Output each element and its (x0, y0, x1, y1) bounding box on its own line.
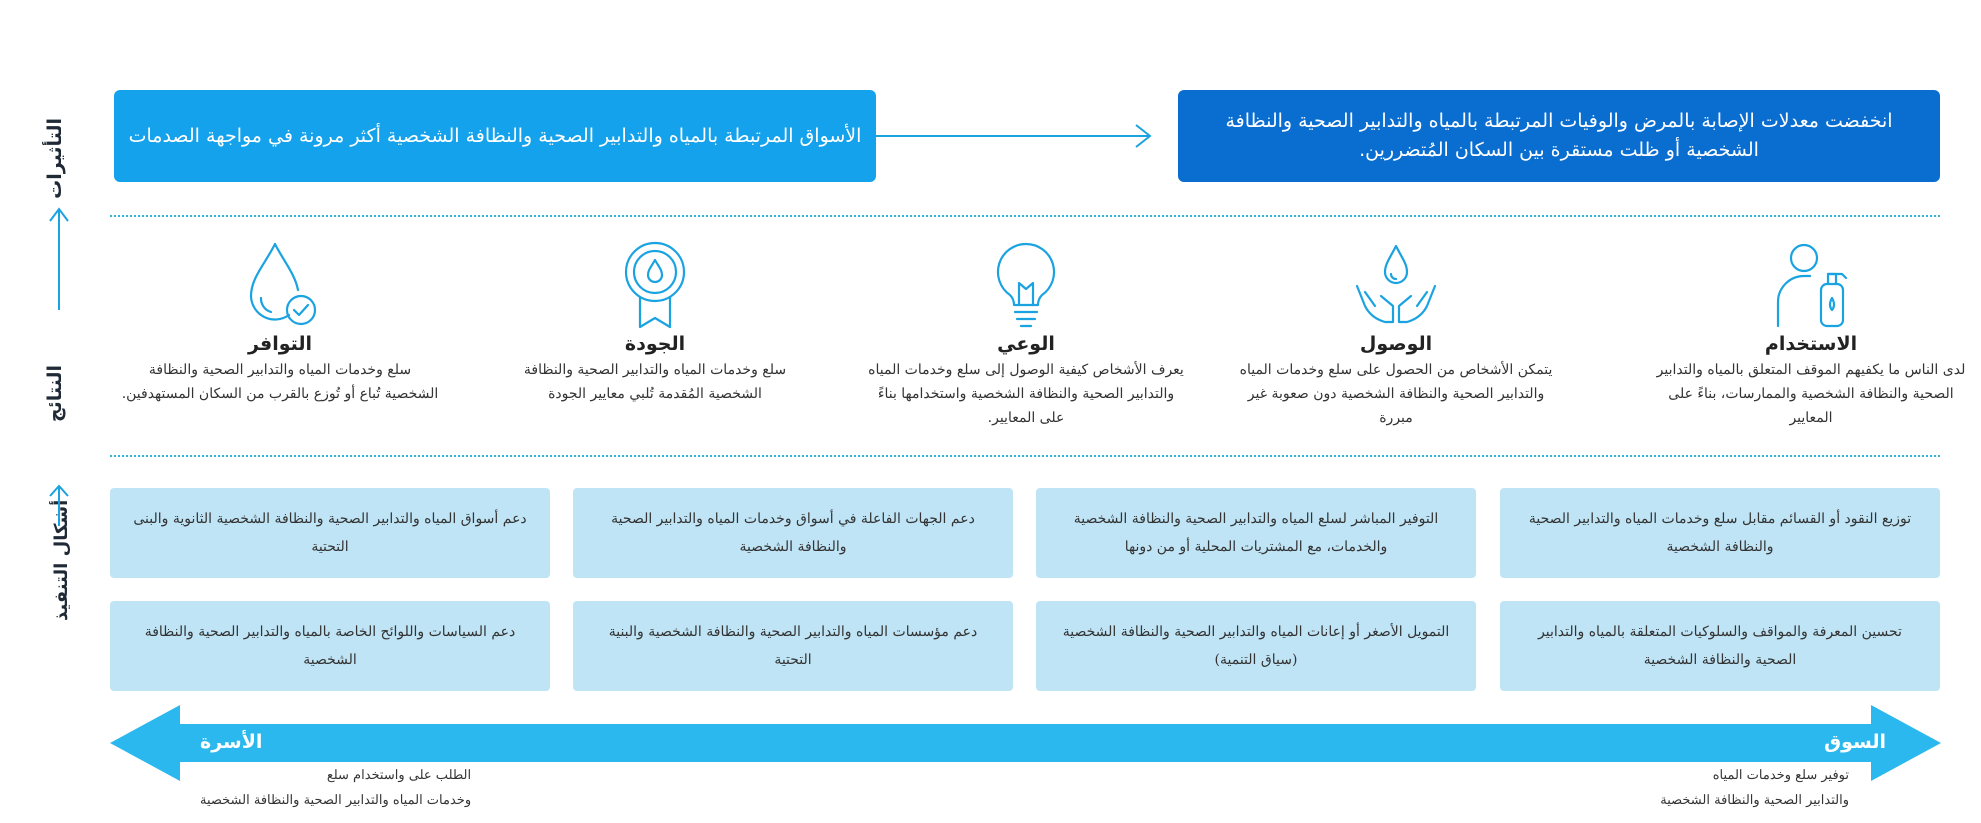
modality-support-market-actors: دعم الجهات الفاعلة في أسواق وخدمات الميا… (573, 488, 1013, 578)
modality-microfinance-subsidies: التمويل الأصغر أو إعانات المياه والتدابي… (1036, 601, 1476, 691)
arrow-household-description: الطلب على واستخدام سلع وخدمات المياه وال… (200, 763, 471, 813)
impact-box-market-resilience: الأسواق المرتبطة بالمياه والتدابير الصحي… (114, 90, 876, 182)
impacts-outcomes-separator (110, 215, 1940, 217)
modality-support-secondary-markets: دعم أسواق المياه والتدابير الصحية والنظا… (110, 488, 550, 578)
water-drop-check-icon (249, 242, 317, 326)
arrow-household-title: الأسرة (200, 731, 263, 753)
hands-with-water-drop-icon (1355, 244, 1437, 324)
modality-improve-knowledge: تحسين المعرفة والمواقف والسلوكيات المتعل… (1500, 601, 1940, 691)
vertical-up-arrow-small (49, 484, 69, 526)
arrow-market-desc-line-1: توفير سلع وخدمات المياه (1712, 768, 1849, 783)
outcomes-side-label: النتائج (44, 365, 66, 423)
outcome-quality: الجودة سلع وخدمات المياه والتدابير الصحي… (495, 238, 815, 406)
outcome-description: سلع وخدمات المياه والتدابير الصحية والنظ… (523, 362, 787, 402)
quality-badge-icon (624, 241, 686, 329)
outcome-description: يعرف الأشخاص كيفية الوصول إلى سلع وخدمات… (868, 362, 1184, 426)
vertical-up-arrow (49, 207, 69, 310)
modality-support-institutions: دعم مؤسسات المياه والتدابير الصحية والنظ… (573, 601, 1013, 691)
outcome-availability: التوافر سلع وخدمات المياه والتدابير الصح… (120, 238, 440, 406)
outcome-awareness: الوعي يعرف الأشخاص كيفية الوصول إلى سلع … (866, 238, 1186, 430)
outcome-title: الوصول (1359, 333, 1433, 355)
impacts-side-label: التأثيرات (44, 118, 66, 199)
outcome-title: الجودة (624, 333, 686, 355)
outcome-title: الاستخدام (1764, 333, 1858, 355)
modality-support-policies: دعم السياسات واللوائح الخاصة بالمياه وال… (110, 601, 550, 691)
outcome-usage: الاستخدام لدى الناس ما يكفيهم الموقف الم… (1651, 238, 1971, 430)
arrow-market-title: السوق (1824, 731, 1886, 753)
modality-cash-vouchers: توزيع النقود أو القسائم مقابل سلع وخدمات… (1500, 488, 1940, 578)
impact-box-disease-reduction: انخفضت معدلات الإصابة بالمرض والوفيات ال… (1178, 90, 1940, 182)
outcomes-modalities-separator (110, 455, 1940, 457)
modality-direct-provision: التوفير المباشر لسلع المياه والتدابير ال… (1036, 488, 1476, 578)
outcome-description: سلع وخدمات المياه والتدابير الصحية والنظ… (121, 362, 439, 402)
arrow-market-description: توفير سلع وخدمات المياه والتدابير الصحية… (1660, 763, 1849, 813)
arrow-household-desc-line-2: وخدمات المياه والتدابير الصحية والنظافة … (200, 793, 472, 808)
impact-connector-arrow (876, 124, 1152, 148)
arrow-market-desc-line-2: والتدابير الصحية والنظافة الشخصية (1660, 793, 1849, 808)
outcome-description: لدى الناس ما يكفيهم الموقف المتعلق بالمي… (1656, 362, 1966, 426)
outcome-description: يتمكن الأشخاص من الحصول على سلع وخدمات ا… (1239, 362, 1553, 426)
arrow-household-desc-line-1: الطلب على واستخدام سلع (326, 768, 472, 783)
outcome-access: الوصول يتمكن الأشخاص من الحصول على سلع و… (1236, 238, 1556, 430)
person-with-soap-icon (1776, 243, 1848, 328)
outcome-title: الوعي (997, 333, 1055, 355)
lightbulb-icon (996, 242, 1056, 328)
market-household-double-arrow (110, 705, 1941, 781)
outcome-title: التوافر (247, 333, 313, 355)
